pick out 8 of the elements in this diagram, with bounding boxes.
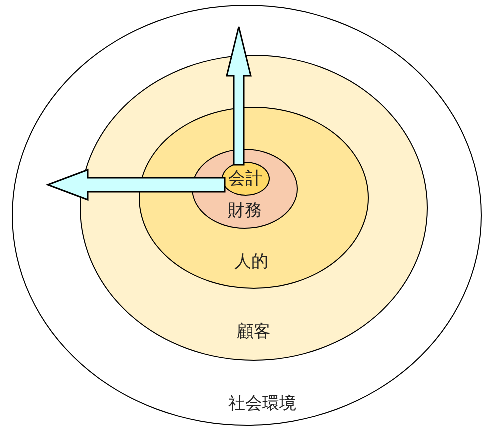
ellipse-label: 顧客 bbox=[237, 322, 271, 342]
ellipse-label: 社会環境 bbox=[228, 394, 296, 414]
ellipse-label: 財務 bbox=[228, 201, 262, 221]
ellipse-label: 会計 bbox=[228, 168, 262, 188]
block-arrow bbox=[46, 168, 226, 202]
ellipse bbox=[222, 162, 270, 196]
block-arrow bbox=[226, 26, 252, 166]
ellipse-label: 人的 bbox=[234, 252, 268, 272]
